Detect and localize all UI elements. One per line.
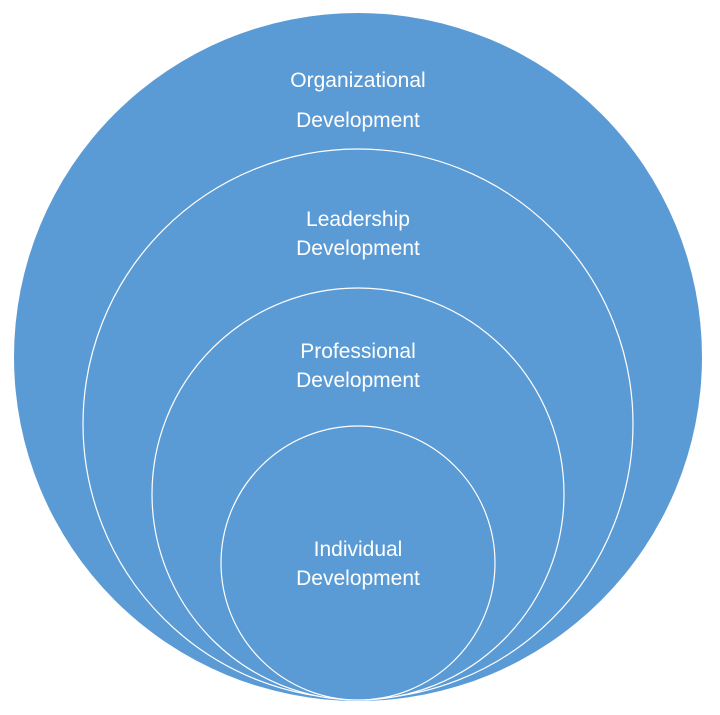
- organizational-label-line1: Organizational: [290, 69, 425, 92]
- leadership-label-line2: Development: [296, 237, 420, 260]
- organizational-label-line2: Development: [296, 109, 420, 132]
- individual-label-line2: Development: [296, 567, 420, 590]
- individual-label-line1: Individual: [314, 538, 403, 561]
- professional-label-line1: Professional: [300, 340, 416, 363]
- professional-label-line2: Development: [296, 369, 420, 392]
- leadership-label-line1: Leadership: [306, 208, 410, 231]
- individual-development-circle: [220, 425, 496, 701]
